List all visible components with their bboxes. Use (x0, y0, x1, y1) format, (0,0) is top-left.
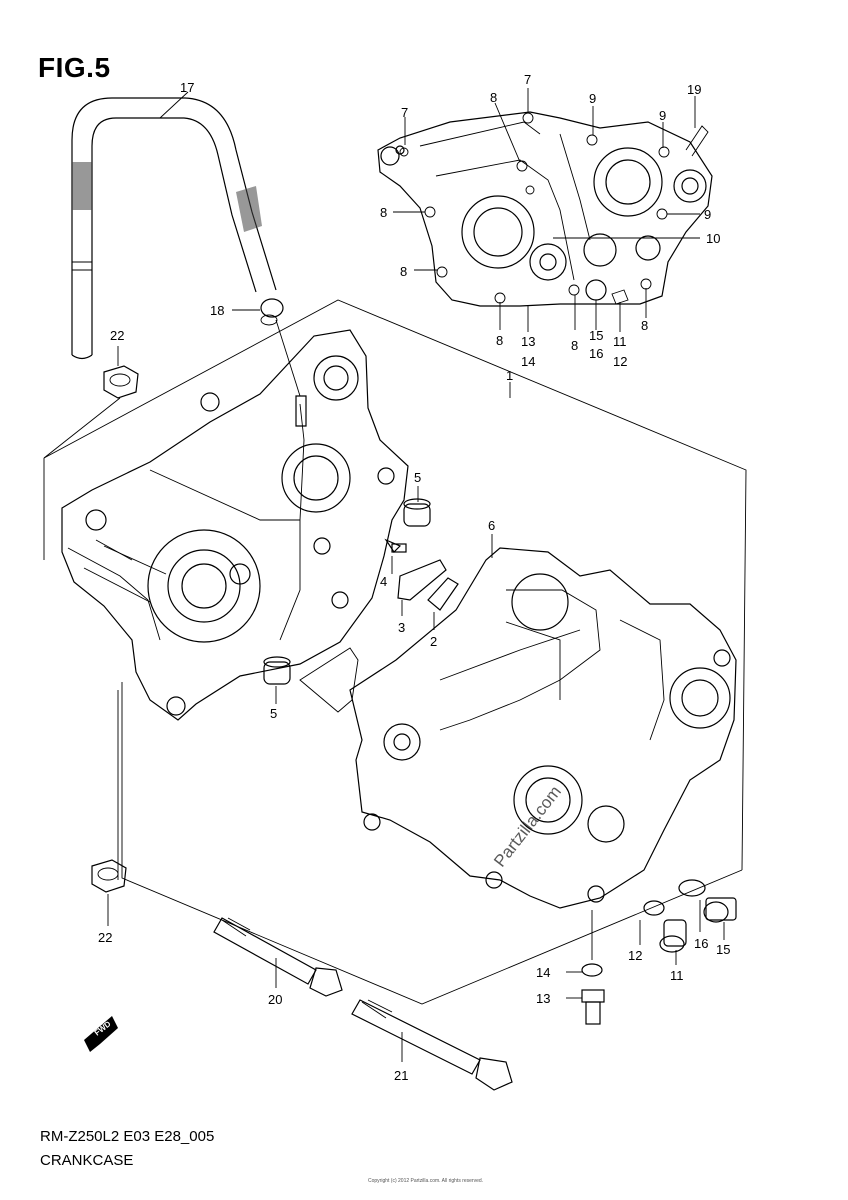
callout-5: 5 (414, 470, 421, 485)
callout-6: 6 (488, 518, 495, 533)
main-leaders (107, 346, 725, 1062)
callout-8: 8 (571, 338, 578, 353)
callout-11: 11 (670, 968, 684, 983)
callout-16: 16 (694, 936, 708, 951)
callout-21: 21 (394, 1068, 408, 1083)
figure-title: FIG.5 (38, 52, 111, 83)
fwd-arrow-icon: FWD (84, 1016, 118, 1052)
callout-13: 13 (536, 991, 550, 1006)
callout-20: 20 (268, 992, 282, 1007)
callout-14: 14 (536, 965, 550, 980)
callout-7: 7 (401, 105, 408, 120)
callout-labels: 17 7 7 8 9 9 19 8 9 10 8 8 13 14 8 15 16… (98, 72, 730, 1083)
model-code: RM-Z250L2 E03 E28_005 (40, 1128, 215, 1145)
callout-22: 22 (98, 930, 112, 945)
callout-15: 15 (589, 328, 603, 343)
callout-9: 9 (704, 207, 711, 222)
crankcase-top-view (377, 111, 713, 318)
plate-and-bolt (384, 538, 459, 611)
callout-7: 7 (524, 72, 531, 87)
drain-plugs (581, 879, 737, 1025)
breather-hose (71, 97, 277, 360)
callout-19: 19 (687, 82, 701, 97)
hose-clip (260, 298, 284, 326)
callout-12: 12 (613, 354, 627, 369)
right-crankcase-half (299, 547, 737, 909)
top-view-leaders (159, 88, 700, 332)
callout-2: 2 (430, 634, 437, 649)
copyright-note: Copyright (c) 2012 Partzilla.com. All ri… (368, 1178, 484, 1184)
callout-12: 12 (628, 948, 642, 963)
callout-1: 1 (506, 368, 513, 383)
callout-4: 4 (380, 574, 387, 589)
callout-18: 18 (210, 303, 224, 318)
callout-9: 9 (659, 108, 666, 123)
callout-11: 11 (613, 334, 627, 349)
assembly-bracket (43, 299, 747, 1005)
long-bolts (213, 917, 513, 1091)
callout-3: 3 (398, 620, 405, 635)
callout-22: 22 (110, 328, 124, 343)
callout-10: 10 (706, 231, 720, 246)
section-name: CRANKCASE (40, 1152, 134, 1169)
callout-8: 8 (380, 205, 387, 220)
callout-14: 14 (521, 354, 535, 369)
callout-17: 17 (180, 80, 194, 95)
callout-5: 5 (270, 706, 277, 721)
dowel-pins (263, 498, 431, 685)
left-crankcase-half (61, 319, 409, 721)
callout-9: 9 (589, 91, 596, 106)
callout-8: 8 (490, 90, 497, 105)
callout-8: 8 (400, 264, 407, 279)
callout-15: 15 (716, 942, 730, 957)
callout-16: 16 (589, 346, 603, 361)
callout-8: 8 (496, 333, 503, 348)
nuts (91, 365, 139, 893)
callout-8: 8 (641, 318, 648, 333)
callout-13: 13 (521, 334, 535, 349)
